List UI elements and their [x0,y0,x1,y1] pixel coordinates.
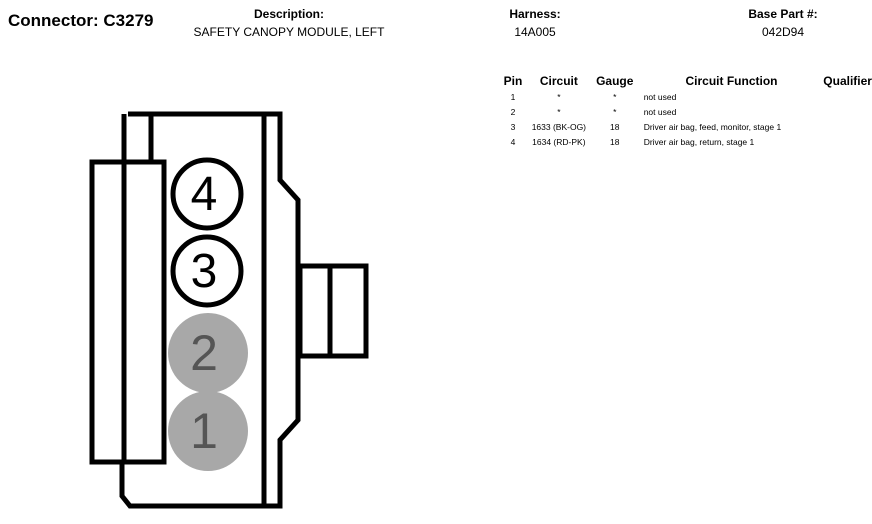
base-part-label: Base Part #: [748,7,818,21]
cell-pin: 3 [510,121,516,132]
harness-value: 14A005 [514,25,556,39]
column-header-circuit: Circuit [539,73,578,88]
cell-function: not used [643,91,677,102]
column-header-circuit-function: Circuit Function [685,73,778,88]
cell-function: Driver air bag, feed, monitor, stage 1 [643,121,782,132]
cell-gauge: 18 [610,121,620,132]
harness-label: Harness: [509,7,561,21]
cell-pin: 1 [510,91,516,102]
cell-pin: 4 [510,136,516,147]
table-row: 1 * * not used [498,89,872,104]
table-row: 2 * * not used [498,104,872,119]
cell-function: Driver air bag, return, stage 1 [643,136,755,147]
cell-circuit: * [557,106,561,117]
pin-number-1: 1 [190,403,218,459]
pin-number-2: 2 [190,325,218,381]
pin-circle-3 [170,234,244,308]
pin-number-4: 4 [191,168,218,221]
base-part-value: 042D94 [761,25,805,39]
pin-cavity-4: 4 [170,157,244,231]
side-key-tab [297,263,369,359]
column-header-qualifier: Qualifier [823,73,872,88]
pin-cavity-1: 1 [168,391,248,471]
cell-circuit: 1634 (RD-PK) [532,136,586,147]
pin-number-3: 3 [191,245,218,298]
pin-circle-2 [168,313,248,393]
cell-circuit: 1633 (BK-OG) [531,121,587,132]
cell-circuit: * [557,91,561,102]
pinout-header-row: Pin Circuit Gauge Circuit Function Quali… [498,72,872,89]
cell-pin: 2 [510,106,516,117]
description-value: SAFETY CANOPY MODULE, LEFT [193,25,385,39]
pin-cavity-3: 3 [170,234,244,308]
connector-housing-outline [119,111,301,509]
cell-function: not used [643,106,677,117]
cell-gauge: 18 [610,136,620,147]
cell-gauge: * [613,106,617,117]
cell-gauge: * [613,91,617,102]
connector-title: Connector: C3279 [8,11,154,30]
lock-latch [89,159,167,465]
pinout-table: Pin Circuit Gauge Circuit Function Quali… [498,72,872,149]
column-header-gauge: Gauge [596,73,634,88]
pin-circle-1 [168,391,248,471]
pin-cavity-2: 2 [168,313,248,393]
table-row: 4 1634 (RD-PK) 18 Driver air bag, return… [498,134,872,149]
table-row: 3 1633 (BK-OG) 18 Driver air bag, feed, … [498,119,872,134]
description-label: Description: [253,7,324,21]
pin-circle-4 [170,157,244,231]
column-header-pin: Pin [503,73,523,88]
